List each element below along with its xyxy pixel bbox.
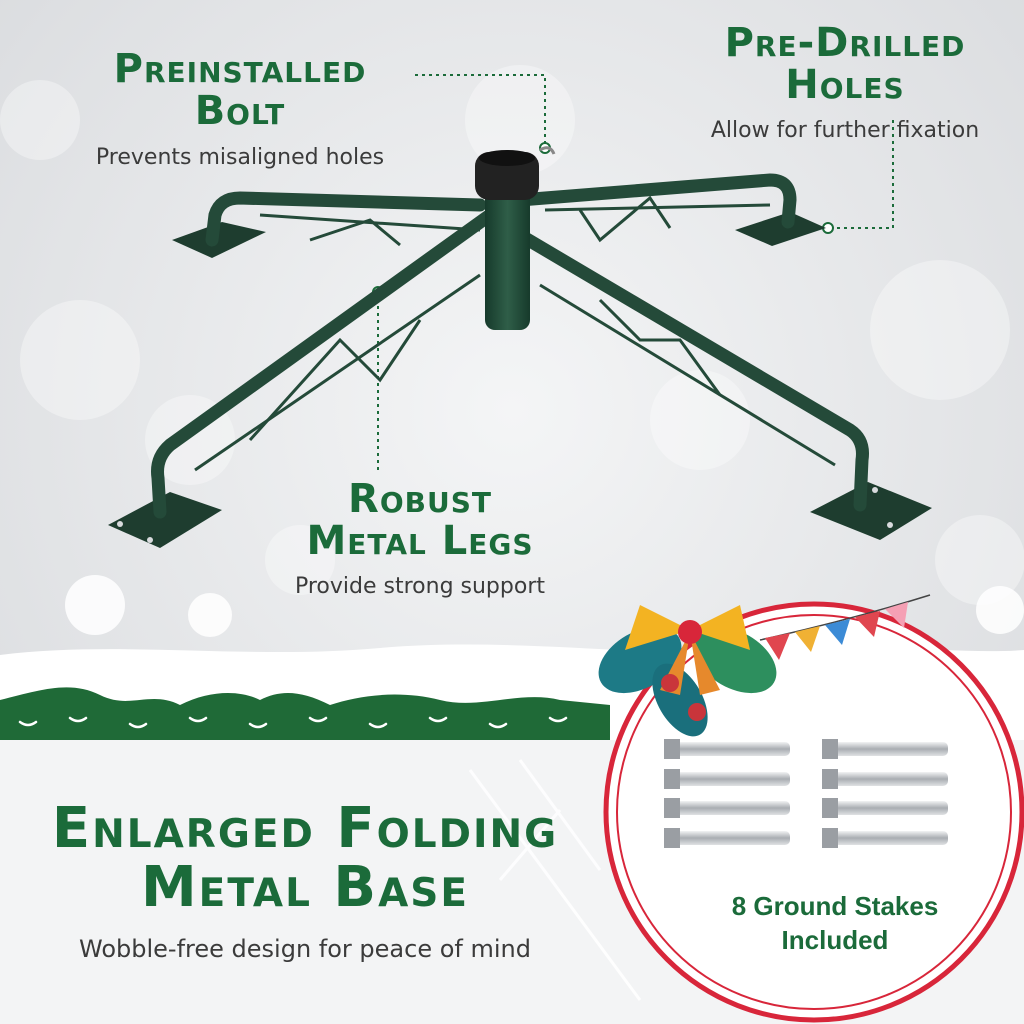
ground-stake-icon (664, 798, 790, 818)
ground-stake-icon (664, 739, 790, 759)
tree-stand-image (108, 146, 932, 548)
callout-legs-title-line2: Metal Legs (306, 518, 534, 564)
callout-bolt-title: Preinstalled Bolt (60, 48, 420, 132)
callout-holes-title-line1: Pre-Drilled (724, 20, 966, 66)
callout-legs-subtitle: Provide strong support (294, 574, 545, 599)
bow-ornament-icon (598, 605, 777, 737)
ground-stake-icon (664, 769, 790, 789)
ground-stake-icon (664, 828, 790, 848)
stakes-label: 8 Ground Stakes Included (660, 890, 1010, 958)
headline-line1: Enlarged Folding (51, 796, 559, 861)
ground-stakes-group (664, 739, 948, 848)
callout-holes-title-line2: Holes (785, 62, 905, 108)
ground-stake-icon (822, 769, 948, 789)
stakes-label-line1: 8 Ground Stakes (731, 891, 939, 921)
ground-stake-icon (822, 828, 948, 848)
callout-legs-title: Robust Metal Legs (240, 478, 600, 562)
callout-bolt-title-line1: Preinstalled (113, 46, 367, 92)
headline-title: Enlarged Folding Metal Base (0, 796, 610, 920)
callout-holes-subtitle: Allow for further fixation (710, 118, 980, 143)
callout-legs-title-line1: Robust (348, 476, 492, 522)
headline-subtitle: Wobble-free design for peace of mind (79, 935, 531, 963)
stakes-label-line2: Included (781, 924, 889, 955)
ground-stake-icon (822, 739, 948, 759)
callout-bolt-subtitle: Prevents misaligned holes (95, 145, 385, 170)
callout-bolt-title-line2: Bolt (194, 88, 286, 134)
bunting-flags-icon (759, 594, 931, 660)
ground-stake-icon (822, 798, 948, 818)
callout-holes-title: Pre-Drilled Holes (660, 22, 1024, 106)
headline-line2: Metal Base (140, 854, 470, 920)
